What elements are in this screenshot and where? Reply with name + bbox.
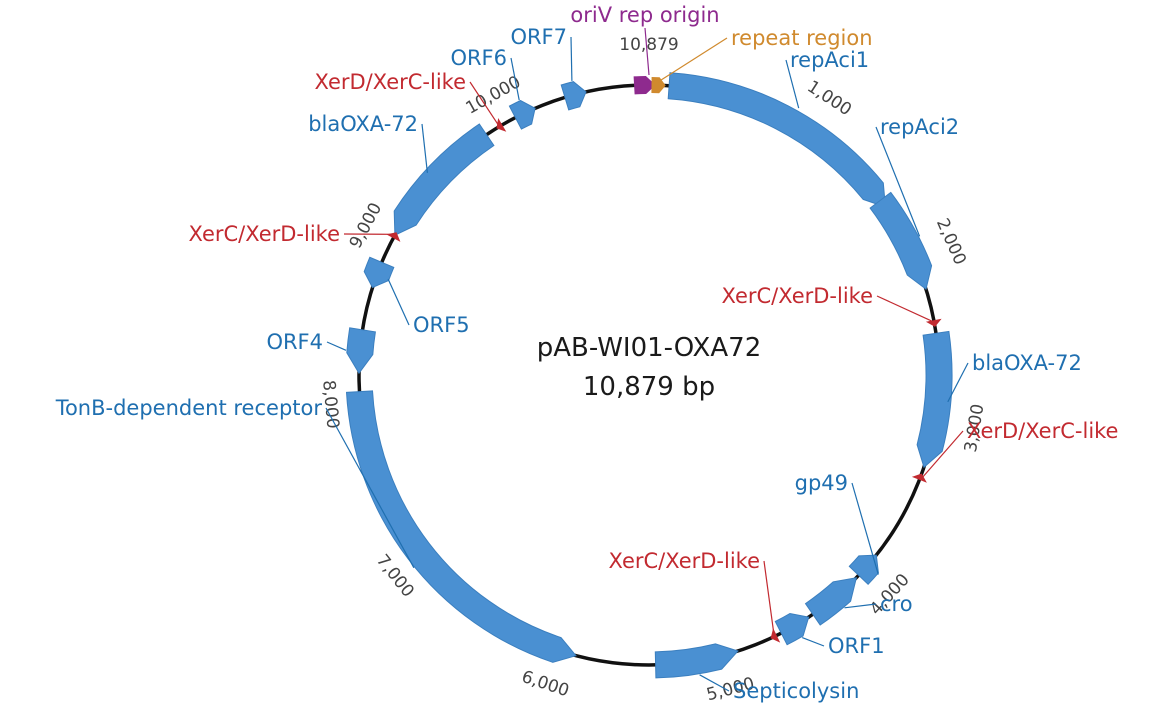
feature-repaci2	[869, 191, 933, 291]
feature-label-xerd-xerc-like: XerD/XerC-like	[967, 419, 1118, 443]
leader-line	[801, 637, 825, 647]
leader-line	[421, 123, 428, 173]
feature-xerc-xerd-like-site	[925, 318, 942, 327]
leader-line	[875, 126, 921, 237]
leader-line	[325, 407, 415, 569]
feature-label-septicolysin: Septicolysin	[733, 679, 859, 703]
feature-gp49	[848, 554, 879, 586]
leader-line	[699, 674, 730, 692]
feature-tonb-dependent-receptor	[345, 390, 577, 663]
feature-label-orf7: ORF7	[510, 25, 567, 49]
feature-orf7	[560, 81, 587, 111]
feature-label-orf6: ORF6	[450, 46, 507, 70]
feature-repeat-region	[651, 77, 666, 94]
feature-xerd-xerc-like-site	[496, 118, 507, 132]
feature-label-blaoxa-72: blaOXA-72	[308, 112, 418, 136]
leader-line	[763, 560, 776, 639]
leader-line	[844, 603, 877, 609]
tick-label: 6,000	[519, 667, 572, 701]
feature-blaoxa-72	[916, 330, 953, 469]
feature-repaci1	[667, 72, 886, 208]
features-layer	[345, 72, 953, 679]
feature-label-oriv-rep-origin: oriV rep origin	[570, 3, 719, 27]
feature-orf5	[363, 256, 395, 289]
feature-label-blaoxa-72: blaOXA-72	[972, 351, 1082, 375]
feature-label-xerc-xerd-like: XerC/XerD-like	[722, 284, 873, 308]
feature-label-tonb-dependent-receptor: TonB-dependent receptor	[55, 396, 323, 420]
plasmid-size: 10,879 bp	[583, 372, 715, 402]
feature-label-repaci1: repAci1	[790, 48, 869, 72]
feature-cro	[804, 577, 858, 626]
feature-label-orf5: ORF5	[413, 313, 470, 337]
tick-label: 9,000	[346, 200, 386, 252]
tick-label: 2,000	[932, 215, 970, 268]
plasmid-name: pAB-WI01-OXA72	[537, 333, 762, 363]
tick-label: 1,000	[803, 77, 855, 120]
feature-label-cro: cro	[880, 592, 913, 616]
feature-orf1	[774, 612, 810, 646]
leader-line	[785, 59, 800, 109]
feature-septicolysin	[654, 643, 739, 679]
feature-label-xerd-xerc-like: XerD/XerC-like	[315, 70, 466, 94]
tick-label: 8,000	[318, 379, 342, 429]
labels-layer: repAci1repAci2XerC/XerD-likeblaOXA-72Xer…	[55, 3, 1119, 703]
feature-orf4	[346, 327, 376, 375]
leader-line	[469, 81, 499, 126]
feature-label-orf4: ORF4	[266, 330, 323, 354]
feature-label-repaci2: repAci2	[880, 115, 959, 139]
leader-line	[947, 362, 969, 403]
feature-xerd-xerc-like-site	[911, 473, 927, 483]
leader-line	[655, 37, 728, 84]
leader-line	[570, 36, 573, 81]
feature-label-orf1: ORF1	[828, 634, 885, 658]
feature-label-xerc-xerd-like: XerC/XerD-like	[189, 222, 340, 246]
leader-line	[326, 341, 347, 351]
leader-line	[387, 278, 410, 326]
leader-line	[922, 430, 964, 478]
feature-blaoxa-72	[393, 123, 495, 236]
leader-line	[510, 57, 520, 101]
tick-label: 10,879	[619, 35, 678, 55]
feature-oriv-rep-origin	[633, 76, 656, 95]
feature-label-repeat-region: repeat region	[731, 26, 873, 50]
feature-label-xerc-xerd-like: XerC/XerD-like	[609, 549, 760, 573]
leader-line	[851, 482, 879, 575]
feature-orf6	[508, 99, 536, 130]
leader-line	[644, 27, 650, 76]
leader-line	[876, 295, 937, 324]
feature-label-gp49: gp49	[795, 471, 848, 495]
